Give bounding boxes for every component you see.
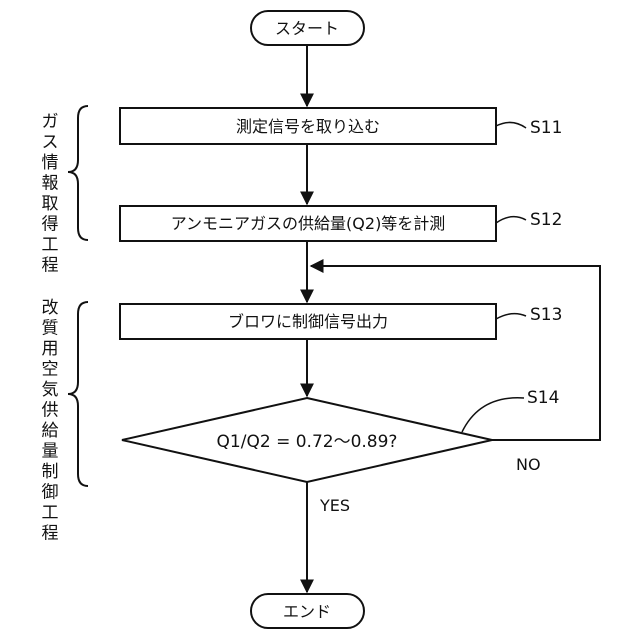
step-leader-s12 [496,217,526,223]
phase-label-text: 改質用空気供給量制御工程 [42,298,59,544]
phase-bracket-air-control [68,302,88,486]
start-label: スタート [275,19,339,38]
phase-label-air-control: 改質用空気供給量制御工程 [42,298,59,544]
process-text-s12: アンモニアガスの供給量(Q2)等を計測 [171,214,446,233]
process-text-s13: ブロワに制御信号出力 [228,312,388,331]
step-id-s11: S11 [530,118,562,138]
step-id-s14: S14 [527,388,559,408]
end-label: エンド [283,602,331,621]
yes-label: YES [319,496,350,515]
process-text-s11: 測定信号を取り込む [236,117,380,136]
phase-bracket-gas-info [68,106,88,240]
no-label: NO [516,455,541,474]
phase-label-text: ガス情報取得工程 [42,112,59,276]
step-id-s13: S13 [530,305,562,325]
step-id-s12: S12 [530,210,562,230]
phase-label-gas-info: ガス情報取得工程 [42,112,59,276]
step-leader-s14 [462,398,524,432]
decision-text-s14: Q1/Q2 = 0.72～0.89? [217,432,398,452]
step-leader-s13 [496,314,526,319]
step-leader-s11 [496,122,526,128]
